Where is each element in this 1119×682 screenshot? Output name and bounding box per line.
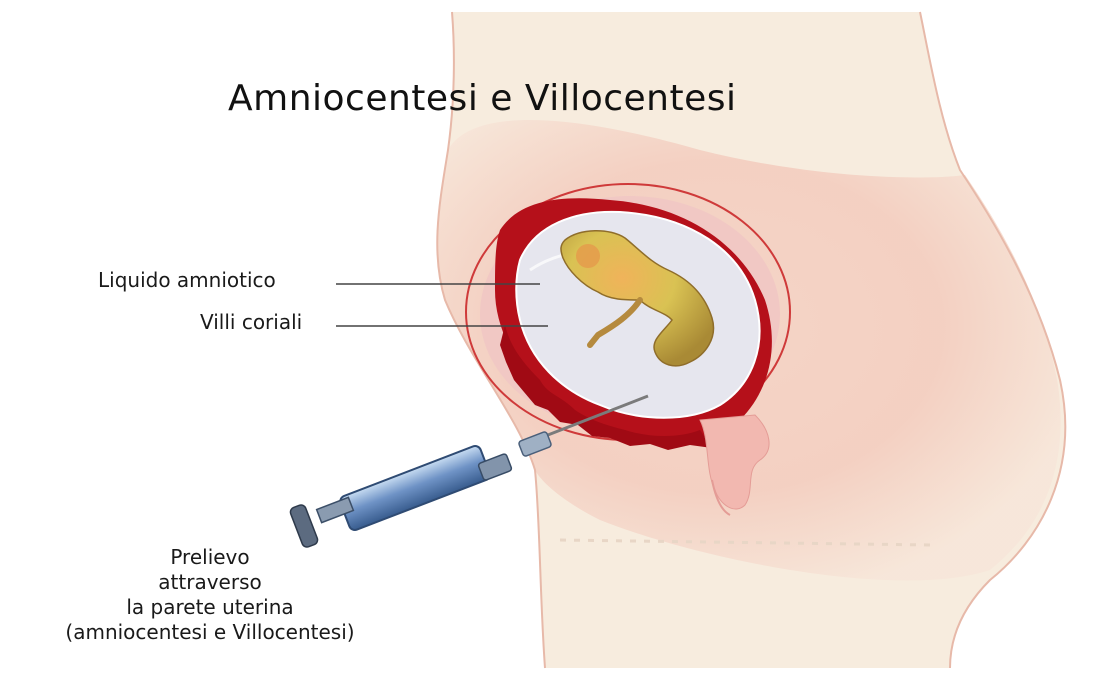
caption-line-4: (amniocentesi e Villocentesi) (30, 620, 390, 645)
caption-line-1: Prelievo (30, 545, 390, 570)
caption: Prelievo attraverso la parete uterina (a… (30, 545, 390, 645)
diagram-title: Amniocentesi e Villocentesi (228, 78, 737, 119)
label-liquido-amniotico: Liquido amniotico (98, 268, 276, 292)
caption-line-2: attraverso (30, 570, 390, 595)
label-villi-coriali: Villi coriali (200, 310, 302, 334)
caption-line-3: la parete uterina (30, 595, 390, 620)
